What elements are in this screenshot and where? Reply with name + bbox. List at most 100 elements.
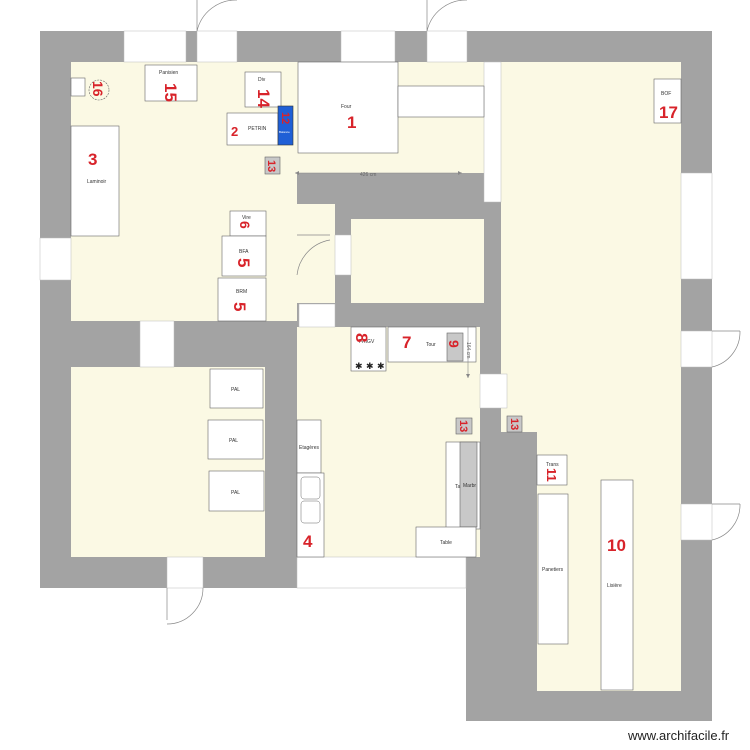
- window-right-2: [680, 503, 713, 541]
- equip-petrin: [226, 112, 279, 146]
- frigo-burners: ✱ ✱ ✱: [355, 362, 385, 372]
- label-frigo: FRIGV: [359, 339, 375, 345]
- label-div: Div: [258, 77, 266, 83]
- door-top-1-gap: [196, 30, 238, 63]
- equip-top-left-small: [70, 77, 86, 97]
- number-15: 15: [161, 83, 180, 102]
- label-table: Table: [440, 540, 452, 546]
- equip-trans: [536, 454, 568, 486]
- number-1: 1: [347, 113, 356, 132]
- equip-lisiere: [600, 479, 634, 691]
- number-5b: 5: [230, 302, 249, 311]
- equip-paneliers: [537, 493, 569, 645]
- window-inner-2: [298, 303, 336, 328]
- window-left: [39, 237, 72, 281]
- equip-13-top: [264, 156, 281, 175]
- door-bottom-gap: [166, 556, 204, 589]
- window-inner-3: [483, 61, 502, 203]
- equip-div: [244, 71, 282, 108]
- door-top-2-gap: [426, 30, 468, 63]
- room-small-center: [351, 219, 484, 303]
- number-4: 4: [303, 532, 313, 551]
- window-inner-4: [479, 373, 508, 409]
- label-trans: Trans: [546, 462, 559, 468]
- svg-text:✱: ✱: [377, 362, 385, 372]
- label-bfa: BFA: [239, 249, 249, 255]
- equip-four: [297, 61, 399, 154]
- dim-arrow-v-bottom: [466, 374, 470, 378]
- svg-text:✱: ✱: [355, 362, 363, 372]
- equip-frigo: [350, 326, 387, 372]
- number-7: 7: [402, 333, 411, 352]
- label-pal-3: PAL: [231, 490, 240, 496]
- label-dim-horizontal: 426 cm: [360, 172, 376, 178]
- label-marbre: Marbr: [463, 483, 476, 489]
- door-inner-gap: [334, 234, 352, 276]
- circle-16-icon: [88, 79, 110, 101]
- label-four: Four: [341, 104, 352, 110]
- label-pal-1: PAL: [231, 387, 240, 393]
- label-table-small: Ta: [455, 484, 461, 490]
- label-lisiere: Lisière: [607, 583, 622, 589]
- label-paneliers: Panetiers: [542, 567, 564, 573]
- svg-text:✱: ✱: [366, 362, 374, 372]
- number-11: 11: [544, 468, 559, 482]
- label-vire: Vire: [242, 215, 251, 221]
- equip-pal-3: [208, 470, 265, 512]
- door-swing-inner: [296, 234, 331, 276]
- equip-laminoir: [70, 125, 120, 237]
- door-swing-right-2: [711, 503, 741, 541]
- door-swing-right: [711, 330, 741, 368]
- wall-bottom-left-cut: [40, 588, 466, 750]
- window-right-1: [680, 172, 713, 280]
- number-3: 3: [88, 150, 97, 169]
- number-14: 14: [254, 89, 273, 108]
- number-17: 17: [659, 103, 678, 122]
- equip-9-gray: [446, 332, 464, 362]
- label-pal-2: PAL: [229, 438, 238, 444]
- corridor-small: [297, 204, 335, 303]
- number-13c: 13: [508, 418, 520, 430]
- number-5a: 5: [234, 258, 253, 267]
- label-dim-vertical: 164 cm: [465, 342, 471, 358]
- number-16: 16: [90, 81, 106, 97]
- number-13a: 13: [265, 160, 277, 172]
- number-6: 6: [237, 221, 253, 229]
- label-tour: Tour: [426, 342, 436, 348]
- dim-arrow-h-right: [458, 171, 462, 175]
- dim-arrow-h-left: [295, 171, 299, 175]
- equip-etageres: [296, 419, 322, 474]
- door-right-gap: [680, 330, 713, 368]
- equip-paniers: [144, 64, 198, 102]
- label-bof: BOF: [661, 91, 671, 97]
- equip-13-right: [506, 415, 523, 433]
- label-brm: BRM: [236, 289, 247, 295]
- label-balance: Balance: [279, 130, 290, 134]
- door-swing-top-1: [196, 0, 237, 32]
- number-10: 10: [607, 536, 626, 555]
- label-petrin: PETRIN: [248, 126, 267, 132]
- label-paniers: Panisien: [159, 70, 178, 76]
- equip-pal-1: [209, 368, 264, 409]
- window-bottom: [296, 556, 467, 589]
- equip-pal-2: [207, 419, 264, 460]
- label-etageres: Etagères: [299, 445, 320, 451]
- room-right-lower-mid: [501, 304, 657, 432]
- window-top-1: [123, 30, 187, 63]
- number-2: 2: [231, 124, 238, 139]
- door-swing-bottom: [166, 587, 204, 625]
- equip-brm: [217, 277, 267, 322]
- number-12: 12: [279, 112, 291, 124]
- number-9: 9: [446, 340, 462, 348]
- equip-sink-bowl-2: [300, 500, 321, 524]
- door-swing-top-2: [426, 0, 467, 32]
- equip-bfa: [221, 235, 267, 277]
- equip-13-center: [455, 417, 473, 435]
- equip-sink-bowl-1: [300, 476, 321, 500]
- label-laminoir: Laminoir: [87, 179, 107, 185]
- equip-table: [415, 526, 477, 558]
- equip-top-shelf: [397, 85, 485, 118]
- window-inner-1: [139, 320, 175, 368]
- number-13b: 13: [457, 420, 469, 432]
